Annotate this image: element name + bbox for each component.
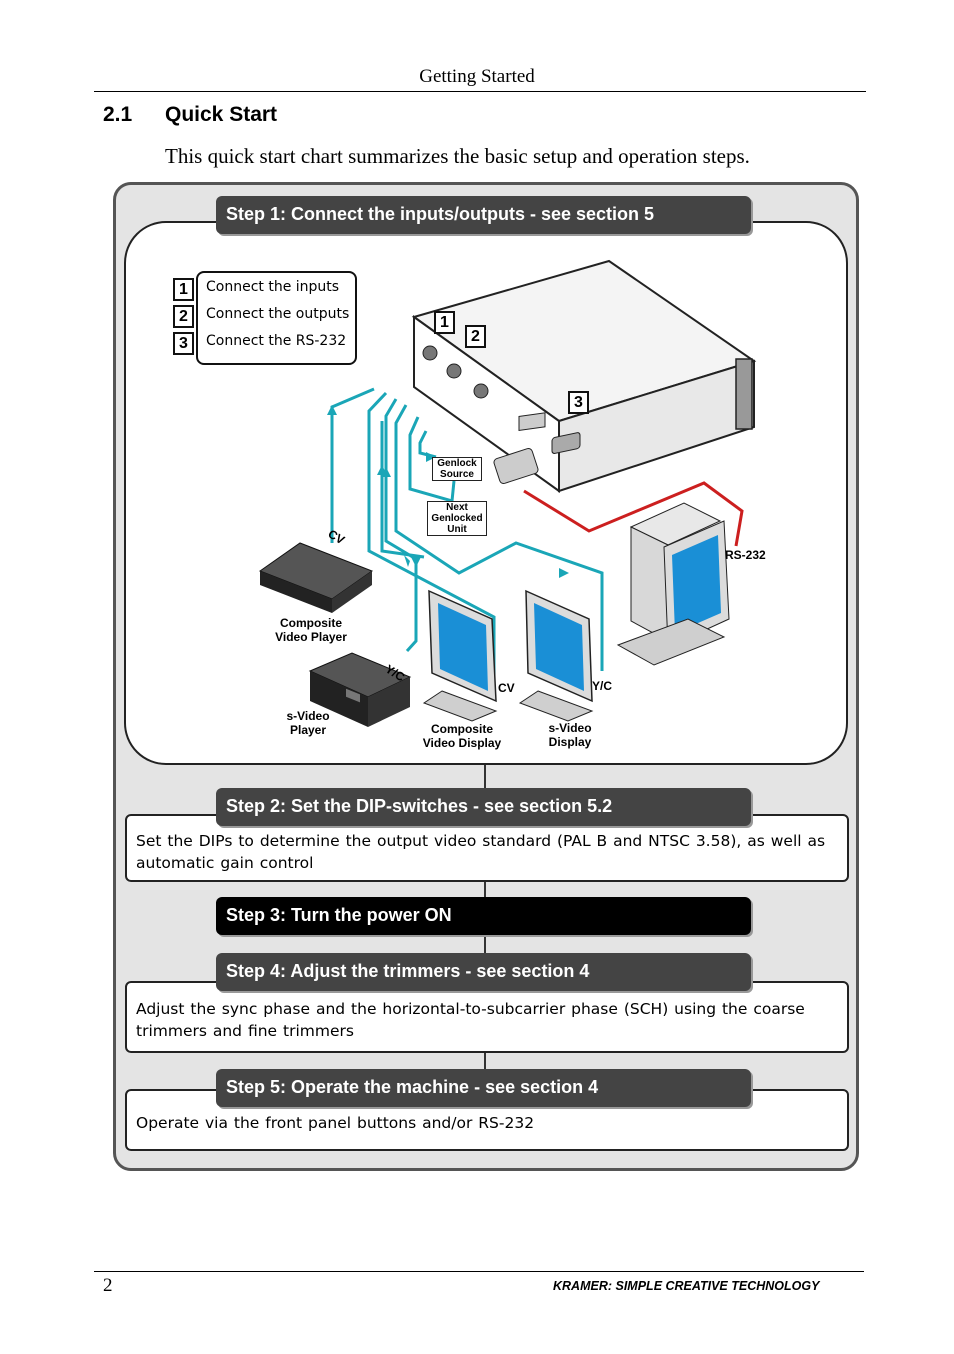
svideo-player-label: s-Video Player <box>280 709 336 737</box>
connection-diagram <box>258 259 757 727</box>
pc-computer <box>616 502 730 666</box>
device-mark-2: 2 <box>465 325 486 348</box>
genlock-source-line2: Source <box>440 469 474 480</box>
svideo-display-label: s-Video Display <box>540 721 600 749</box>
step5-title-bar: Step 5: Operate the machine - see sectio… <box>216 1069 751 1107</box>
section-number: 2.1 <box>103 103 133 126</box>
step4-panel <box>125 981 849 1053</box>
rs232-cable <box>523 481 744 547</box>
device-unit <box>411 259 757 493</box>
cv-display-cable-label: CV <box>498 681 515 695</box>
svideo-player-line1: s-Video <box>286 709 330 723</box>
step-connector <box>484 760 486 790</box>
legend-item-rs232: Connect the RS-232 <box>206 333 347 349</box>
step-connector <box>484 1049 486 1071</box>
step4-body: Adjust the sync phase and the horizontal… <box>136 1000 805 1040</box>
legend-number-3: 3 <box>173 332 194 355</box>
step4-title-bar: Step 4: Adjust the trimmers - see sectio… <box>216 953 751 991</box>
legend-item-outputs: Connect the outputs <box>206 306 350 322</box>
composite-display-line2: Video Display <box>422 736 502 750</box>
step5-body: Operate via the front panel buttons and/… <box>136 1114 535 1132</box>
legend-item-inputs: Connect the inputs <box>206 279 340 295</box>
intro-paragraph: This quick start chart summarizes the ba… <box>165 144 750 168</box>
genlock-source-line1: Genlock <box>437 458 477 469</box>
cable-arrows <box>327 405 569 578</box>
footer-tagline: KRAMER: SIMPLE CREATIVE TECHNOLOGY <box>553 1279 820 1293</box>
section-title: Quick Start <box>165 103 278 126</box>
composite-display-line1: Composite <box>430 722 493 736</box>
next-genlocked-unit-label: Next Genlocked Unit <box>427 501 487 536</box>
page-number: 2 <box>103 1275 113 1296</box>
composite-player-line2: Video Player <box>275 630 347 644</box>
svideo-player <box>308 652 412 727</box>
composite-player-label: Composite Video Player <box>262 616 360 644</box>
next-genlocked-line1: Next <box>446 502 468 513</box>
rs232-label: RS-232 <box>725 548 766 562</box>
legend-box <box>196 271 357 365</box>
footer-rule <box>94 1271 864 1272</box>
yc-display-cable-label: Y/C <box>592 679 613 693</box>
next-genlocked-line3: Unit <box>447 524 467 535</box>
next-genlocked-line2: Genlocked <box>431 513 483 524</box>
step2-body: Set the DIPs to determine the output vid… <box>136 832 826 872</box>
device-mark-3: 3 <box>568 391 589 414</box>
svideo-display-line2: Display <box>548 735 592 749</box>
step-connector <box>484 877 486 899</box>
device-mark-1: 1 <box>434 311 455 334</box>
composite-video-player <box>258 542 374 613</box>
composite-display-label: Composite Video Display <box>412 722 512 750</box>
header-rule <box>94 91 866 92</box>
svideo-player-line2: Player <box>289 723 327 737</box>
composite-player-line1: Composite <box>279 616 342 630</box>
running-header: Getting Started <box>419 66 535 87</box>
step-connector <box>484 934 486 956</box>
composite-video-display <box>422 589 498 722</box>
db9-connector <box>493 447 539 485</box>
step3-title-bar: Step 3: Turn the power ON <box>216 897 751 935</box>
svideo-display <box>518 589 594 722</box>
step1-title-bar: Step 1: Connect the inputs/outputs - see… <box>216 196 751 234</box>
genlock-source-label: Genlock Source <box>432 457 482 481</box>
step2-title-bar: Step 2: Set the DIP-switches - see secti… <box>216 788 751 826</box>
svideo-display-line1: s-Video <box>548 721 592 735</box>
video-cables <box>330 387 604 681</box>
legend-number-1: 1 <box>173 278 194 301</box>
legend-number-2: 2 <box>173 305 194 328</box>
